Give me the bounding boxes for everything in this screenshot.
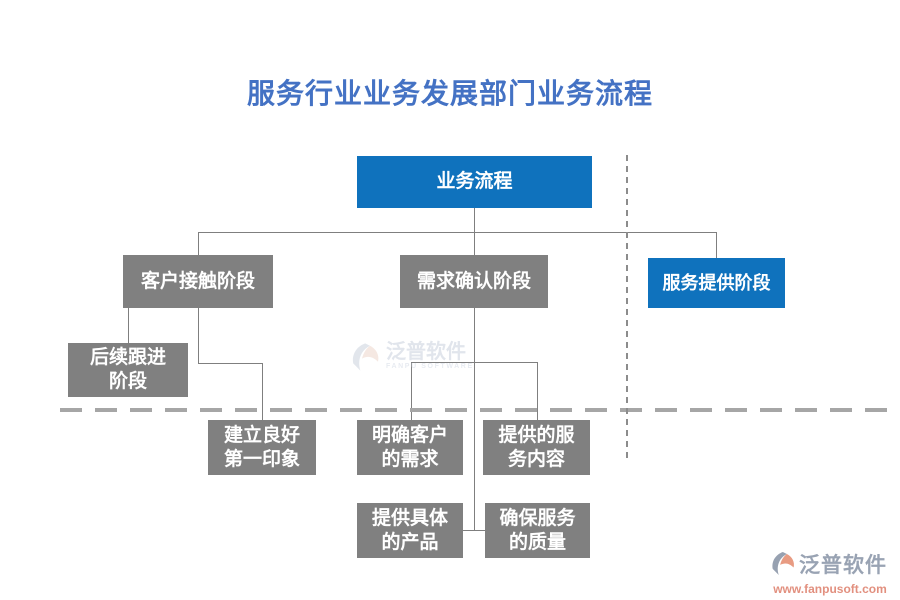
center-watermark: 泛普软件 FANPU SOFTWARE: [350, 341, 474, 378]
connector-demand-drop: [474, 308, 475, 362]
connector-level1-horizontal: [198, 232, 717, 233]
page-title: 服务行业业务发展部门业务流程: [246, 78, 653, 109]
node-clarify-needs: 明确客户 的需求: [357, 420, 463, 475]
connector-to-first-impression: [262, 363, 263, 420]
connector-root-drop: [474, 208, 475, 232]
connector-demand-center-drop: [474, 362, 475, 530]
horizontal-phase-divider: [60, 408, 888, 412]
vertical-phase-divider: [626, 155, 628, 460]
fanpu-watermark-icon: [350, 341, 382, 378]
connector-to-demand-confirm: [474, 232, 475, 255]
node-first-impression-label: 建立良好 第一印象: [223, 424, 300, 470]
node-demand-confirm: 需求确认阶段: [400, 255, 548, 308]
connector-to-clarify-needs: [411, 362, 412, 420]
node-service-provide-label: 服务提供阶段: [662, 273, 771, 293]
fanpu-logo-icon: [770, 550, 797, 582]
connector-to-customer-contact: [198, 232, 199, 255]
node-customer-contact: 客户接触阶段: [123, 255, 273, 308]
footer-logo-row: 泛普软件: [770, 550, 890, 582]
connector-to-service-provide: [716, 232, 717, 258]
node-root-label: 业务流程: [436, 171, 513, 192]
footer-logo: 泛普软件 www.fanpusoft.com: [770, 550, 890, 596]
footer-logo-url: www.fanpusoft.com: [773, 582, 887, 596]
connector-contact-drop: [198, 308, 199, 363]
node-clarify-needs-label: 明确客户 的需求: [371, 424, 448, 470]
connector-to-service-content: [537, 362, 538, 420]
node-root: 业务流程: [357, 156, 592, 208]
watermark-subtitle: FANPU SOFTWARE: [386, 363, 474, 370]
connector-contact-elbow: [198, 363, 262, 364]
node-specific-products-label: 提供具体 的产品: [371, 507, 448, 553]
node-ensure-quality: 确保服务 的质量: [485, 503, 590, 558]
footer-logo-name: 泛普软件: [799, 554, 887, 577]
watermark-text: 泛普软件 FANPU SOFTWARE: [386, 341, 474, 370]
connector-bottom-row: [463, 530, 485, 531]
node-service-content: 提供的服 务内容: [483, 420, 590, 475]
node-service-provide: 服务提供阶段: [648, 258, 785, 308]
node-specific-products: 提供具体 的产品: [357, 503, 463, 558]
connector-to-follow-up: [128, 308, 129, 343]
node-follow-up-label: 后续跟进 阶段: [89, 347, 166, 392]
node-ensure-quality-label: 确保服务 的质量: [499, 507, 576, 553]
watermark-name: 泛普软件: [386, 341, 466, 363]
node-follow-up: 后续跟进 阶段: [68, 343, 188, 397]
node-demand-confirm-label: 需求确认阶段: [416, 270, 531, 292]
node-service-content-label: 提供的服 务内容: [498, 424, 575, 470]
node-first-impression: 建立良好 第一印象: [208, 420, 316, 475]
node-customer-contact-label: 客户接触阶段: [140, 270, 255, 292]
